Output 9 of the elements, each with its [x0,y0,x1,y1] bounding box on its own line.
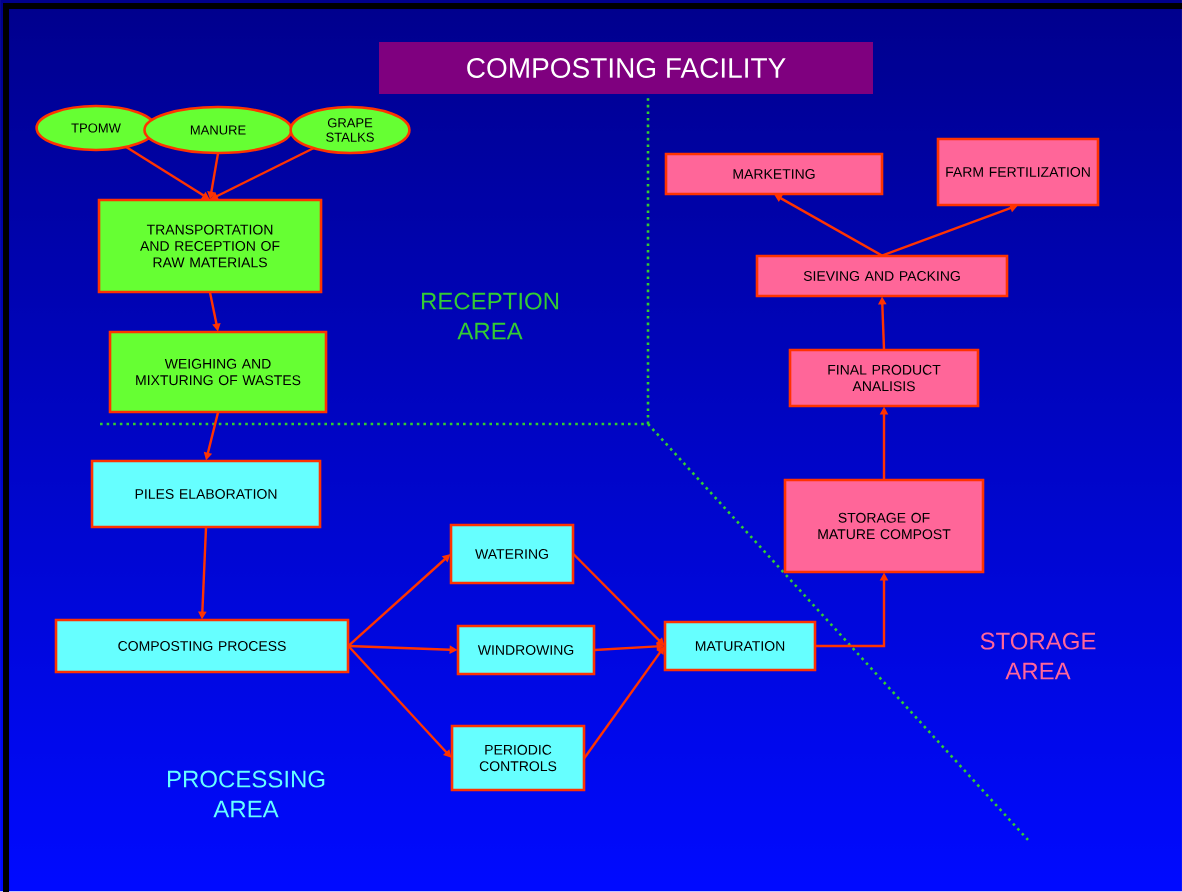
area-label: PROCESSING AREA [168,770,325,818]
area-label: RECEPTION AREA [422,292,559,340]
arrow [583,646,665,759]
arrow [774,194,883,257]
title-banner: COMPOSTING FACILITY [379,42,873,94]
arrow [125,145,210,200]
arrow [347,645,452,758]
area-label: STORAGE AREA [980,632,1096,680]
arrow [572,553,665,646]
